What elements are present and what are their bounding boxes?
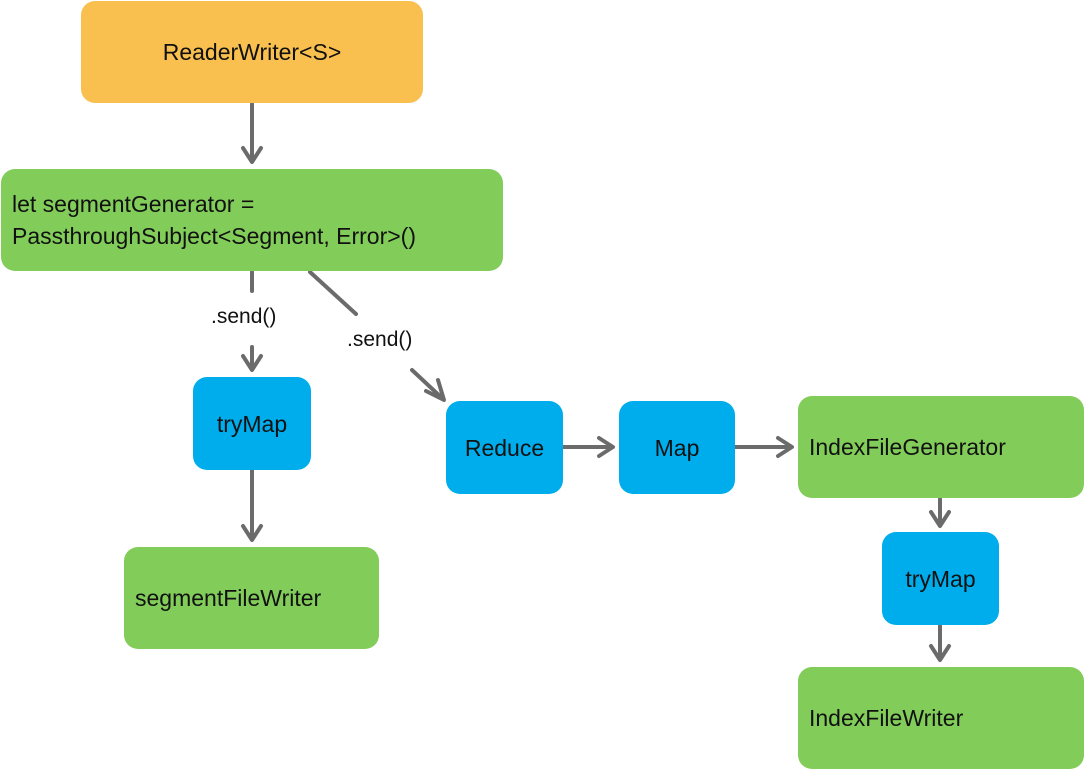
index-file-generator-label: IndexFileGenerator xyxy=(809,434,1006,460)
arrow-generator-to-trymap-left xyxy=(241,270,263,372)
edge-label-send-right: .send() xyxy=(344,327,416,353)
reader-writer-label: ReaderWriter<S> xyxy=(162,39,342,65)
index-file-writer-node: IndexFileWriter xyxy=(798,667,1084,769)
segment-file-writer-node: segmentFileWriter xyxy=(124,547,379,649)
try-map-right-label: tryMap xyxy=(905,565,976,592)
segment-file-writer-label: segmentFileWriter xyxy=(135,585,322,611)
arrow-reduce-to-map xyxy=(561,436,615,458)
reduce-label: Reduce xyxy=(464,434,545,461)
map-label: Map xyxy=(654,434,700,461)
try-map-left-node: tryMap xyxy=(193,377,311,470)
arrow-map-to-index-generator xyxy=(733,436,794,458)
arrow-index-generator-to-trymap-right xyxy=(929,497,951,528)
index-file-generator-node: IndexFileGenerator xyxy=(798,396,1084,498)
index-file-writer-label: IndexFileWriter xyxy=(809,705,964,731)
segment-generator-line1: let segmentGenerator = xyxy=(12,191,255,217)
segment-generator-line2: PassthroughSubject<Segment, Error>() xyxy=(12,223,416,249)
arrow-trymap-right-to-index-writer xyxy=(929,624,951,662)
try-map-left-label: tryMap xyxy=(216,410,288,437)
arrow-generator-to-reduce xyxy=(308,270,446,402)
reader-writer-node: ReaderWriter<S> xyxy=(81,1,423,103)
map-node: Map xyxy=(619,401,735,494)
segment-generator-node: let segmentGenerator = PassthroughSubjec… xyxy=(1,169,503,271)
reduce-node: Reduce xyxy=(446,401,563,494)
arrow-trymap-left-to-segment-writer xyxy=(241,468,263,542)
edge-label-send-left: .send() xyxy=(208,304,280,330)
segment-generator-text: let segmentGenerator = PassthroughSubjec… xyxy=(12,188,416,252)
try-map-right-node: tryMap xyxy=(882,532,999,625)
arrow-reader-to-generator xyxy=(241,102,263,164)
